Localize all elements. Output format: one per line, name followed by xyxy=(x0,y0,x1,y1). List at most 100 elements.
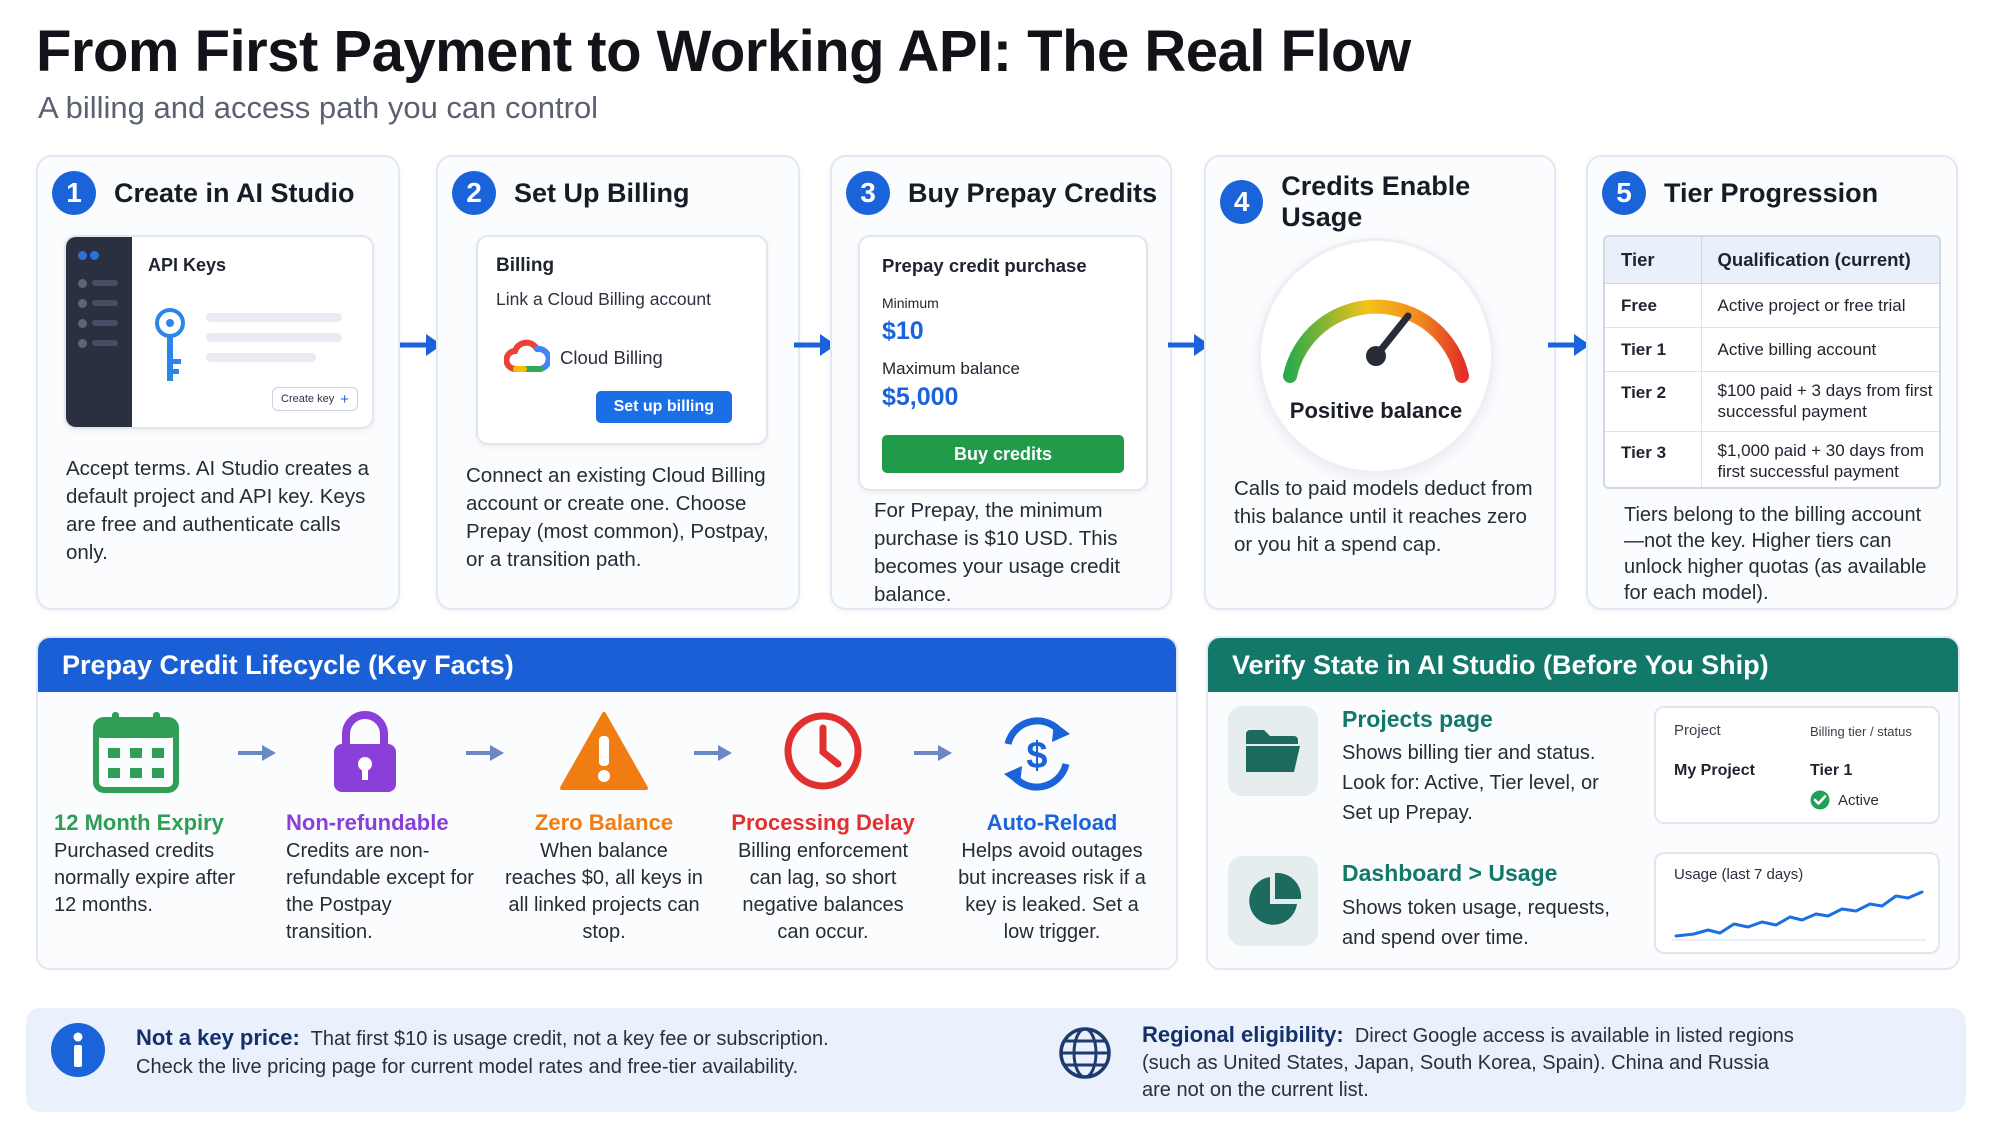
qualification-cell: Active billing account xyxy=(1701,327,1939,372)
verify-heading: Verify State in AI Studio (Before You Sh… xyxy=(1208,638,1958,692)
lock-icon xyxy=(334,711,396,792)
page-subtitle: A billing and access path you can contro… xyxy=(38,90,599,125)
tier-cell: Tier 2 xyxy=(1605,371,1702,432)
flow-arrow-icon xyxy=(1548,334,1590,356)
set-up-billing-button[interactable]: Set up billing xyxy=(595,391,732,423)
step-5-description: Tiers belong to the billing account—not … xyxy=(1624,504,1927,604)
step-1-number: 1 xyxy=(52,171,96,215)
step-card-1: 1 Create in AI Studio API Keys Create ke… xyxy=(36,155,400,610)
qualification-cell: $1,000 paid + 30 days from first success… xyxy=(1717,441,1925,482)
calendar-icon xyxy=(93,712,179,793)
usage-chart-label: Usage (last 7 days) xyxy=(1674,866,1804,883)
lifecycle-arrow-icon xyxy=(694,745,732,761)
lifecycle-item-title: Non-refundable xyxy=(286,810,449,835)
billing-tier-column-header: Billing tier / status xyxy=(1810,724,1912,739)
cloud-icon xyxy=(504,339,550,372)
prepay-mock-title: Prepay credit purchase xyxy=(882,255,1087,276)
step-2-title: Set Up Billing xyxy=(514,177,690,208)
step-5-header: 5 Tier Progression xyxy=(1602,171,1878,215)
table-row: Tier 1 Active billing account xyxy=(1605,327,1939,372)
step-3-number: 3 xyxy=(846,171,890,215)
key-price-note: Not a key price: That first $10 is usage… xyxy=(136,1024,956,1081)
lifecycle-item-description: Helps avoid outages but increases risk i… xyxy=(958,840,1146,943)
key-price-note-text: That first $10 is usage credit, not a ke… xyxy=(310,1028,829,1050)
cloud-billing-label: Cloud Billing xyxy=(560,347,663,368)
qualification-cell: Active project or free trial xyxy=(1701,283,1939,328)
lifecycle-item-description: When balance reaches $0, all keys in all… xyxy=(505,840,703,943)
regional-eligibility-title: Regional eligibility: xyxy=(1142,1022,1344,1047)
info-icon xyxy=(51,1023,105,1077)
footer-notes xyxy=(26,1008,1966,1112)
pie-chart-icon xyxy=(1249,872,1302,925)
billing-mockup: Billing Link a Cloud Billing account Clo… xyxy=(476,235,768,445)
dashboard-usage-title: Dashboard > Usage xyxy=(1342,860,1558,886)
table-row: Tier 3 $1,000 paid + 30 days from first … xyxy=(1605,431,1939,487)
step-2-number: 2 xyxy=(452,171,496,215)
maximum-label: Maximum balance xyxy=(882,359,1020,378)
billing-mock-subtitle: Link a Cloud Billing account xyxy=(496,289,711,309)
tier-table: Tier Qualification (current) Free Active… xyxy=(1603,235,1941,489)
step-5-title: Tier Progression xyxy=(1664,177,1879,208)
minimum-value: $10 xyxy=(882,317,924,345)
usage-sparkline xyxy=(1672,890,1926,941)
step-2-header: 2 Set Up Billing xyxy=(452,171,690,215)
create-key-button[interactable]: Create key+ xyxy=(272,387,358,411)
qualification-column-header: Qualification (current) xyxy=(1701,237,1939,284)
flow-arrow-icon xyxy=(1168,334,1210,356)
regional-eligibility-text-3: are not on the current list. xyxy=(1142,1079,1369,1101)
key-price-note-text-2: Check the live pricing page for current … xyxy=(136,1056,799,1078)
api-keys-mockup: API Keys Create key+ xyxy=(64,235,374,429)
mock-sidebar xyxy=(66,237,132,427)
lifecycle-item-zero-balance: Zero Balance When balance reaches $0, al… xyxy=(504,810,704,946)
prepay-mockup: Prepay credit purchase Minimum $10 Maxim… xyxy=(858,235,1148,491)
tier-cell: Free xyxy=(1605,283,1702,328)
lifecycle-item-title: Auto-Reload xyxy=(986,810,1118,835)
lifecycle-item-non-refundable: Non-refundable Credits are non-refundabl… xyxy=(286,810,476,946)
folder-icon xyxy=(1246,730,1300,772)
flow-arrow-icon xyxy=(400,334,442,356)
lifecycle-item-title: Zero Balance xyxy=(534,810,674,835)
api-keys-label: API Keys xyxy=(148,255,227,275)
step-4-header: 4 Credits Enable Usage xyxy=(1220,171,1554,233)
lifecycle-heading: Prepay Credit Lifecycle (Key Facts) xyxy=(38,638,1176,692)
step-1-title: Create in AI Studio xyxy=(114,177,355,208)
projects-page-title: Projects page xyxy=(1342,706,1493,732)
gauge-icon xyxy=(1283,299,1469,383)
page-title: From First Payment to Working API: The R… xyxy=(36,19,1411,84)
plus-icon: + xyxy=(340,390,349,408)
lifecycle-arrow-icon xyxy=(238,745,276,761)
lifecycle-item-description: Credits are non-refundable except for th… xyxy=(286,840,474,943)
lifecycle-item-title: 12 Month Expiry xyxy=(54,810,224,835)
step-1-description: Accept terms. AI Studio creates a defaul… xyxy=(66,457,370,564)
key-icon xyxy=(155,308,185,381)
regional-eligibility-text: Direct Google access is available in lis… xyxy=(1354,1025,1794,1047)
lifecycle-item-title: Processing Delay xyxy=(731,810,915,835)
minimum-label: Minimum xyxy=(882,295,939,311)
step-card-3: 3 Buy Prepay Credits Prepay credit purch… xyxy=(830,155,1172,610)
clock-icon xyxy=(784,712,862,790)
regional-eligibility-note: Regional eligibility: Direct Google acce… xyxy=(1142,1021,1942,1104)
qualification-cell: $100 paid + 3 days from first successful… xyxy=(1701,371,1939,432)
lifecycle-item-description: Billing enforcement can lag, so short ne… xyxy=(737,840,909,943)
project-tier: Tier 1 xyxy=(1810,762,1853,779)
usage-chart-card: Usage (last 7 days) xyxy=(1654,852,1940,954)
gauge-label: Positive balance xyxy=(1289,398,1463,423)
lifecycle-item-processing-delay: Processing Delay Billing enforcement can… xyxy=(728,810,918,946)
buy-credits-button[interactable]: Buy credits xyxy=(882,435,1124,473)
lifecycle-panel: Prepay Credit Lifecycle (Key Facts) xyxy=(36,636,1178,970)
project-column-header: Project xyxy=(1674,722,1721,739)
tier-cell: Tier 3 xyxy=(1605,431,1702,487)
table-row: Tier 2 $100 paid + 3 days from first suc… xyxy=(1605,371,1939,432)
lifecycle-item-auto-reload: Auto-Reload Helps avoid outages but incr… xyxy=(950,810,1154,946)
step-1-header: 1 Create in AI Studio xyxy=(52,171,355,215)
tier-table-header-row: Tier Qualification (current) xyxy=(1605,237,1939,284)
flow-arrow-icon xyxy=(794,334,836,356)
reload-dollar-icon: $ xyxy=(1004,717,1070,791)
project-name: My Project xyxy=(1674,762,1755,779)
projects-page-description: Shows billing tier and status. Look for:… xyxy=(1342,742,1599,824)
svg-text:$: $ xyxy=(1026,735,1047,777)
lifecycle-item-expiry: 12 Month Expiry Purchased credits normal… xyxy=(54,810,254,919)
step-4-description: Calls to paid models deduct from this ba… xyxy=(1234,477,1533,556)
lifecycle-arrow-icon xyxy=(466,745,504,761)
regional-eligibility-text-2: (such as United States, Japan, South Kor… xyxy=(1142,1052,1770,1074)
